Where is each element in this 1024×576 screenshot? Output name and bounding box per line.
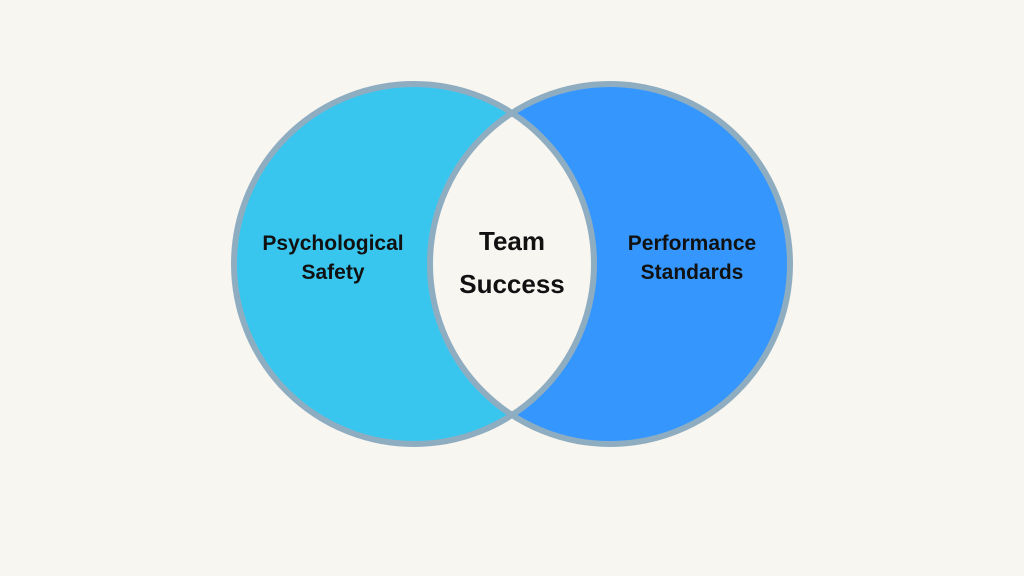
left-circle-label: Psychological Safety — [233, 229, 433, 288]
right-label-line2: Standards — [640, 261, 744, 285]
right-circle-label: Performance Standards — [592, 229, 792, 288]
intersection-label: Team Success — [432, 220, 592, 306]
intersection-region — [430, 84, 594, 444]
right-circle-border — [427, 81, 793, 447]
right-label-line1: Performance — [627, 232, 757, 255]
intersection-label-line2: Success — [459, 268, 565, 299]
left-label-line1: Psychological — [262, 232, 404, 255]
intersection-label-line1: Team — [479, 226, 545, 256]
left-circle-border — [231, 81, 597, 447]
left-label-line2: Safety — [301, 261, 365, 285]
